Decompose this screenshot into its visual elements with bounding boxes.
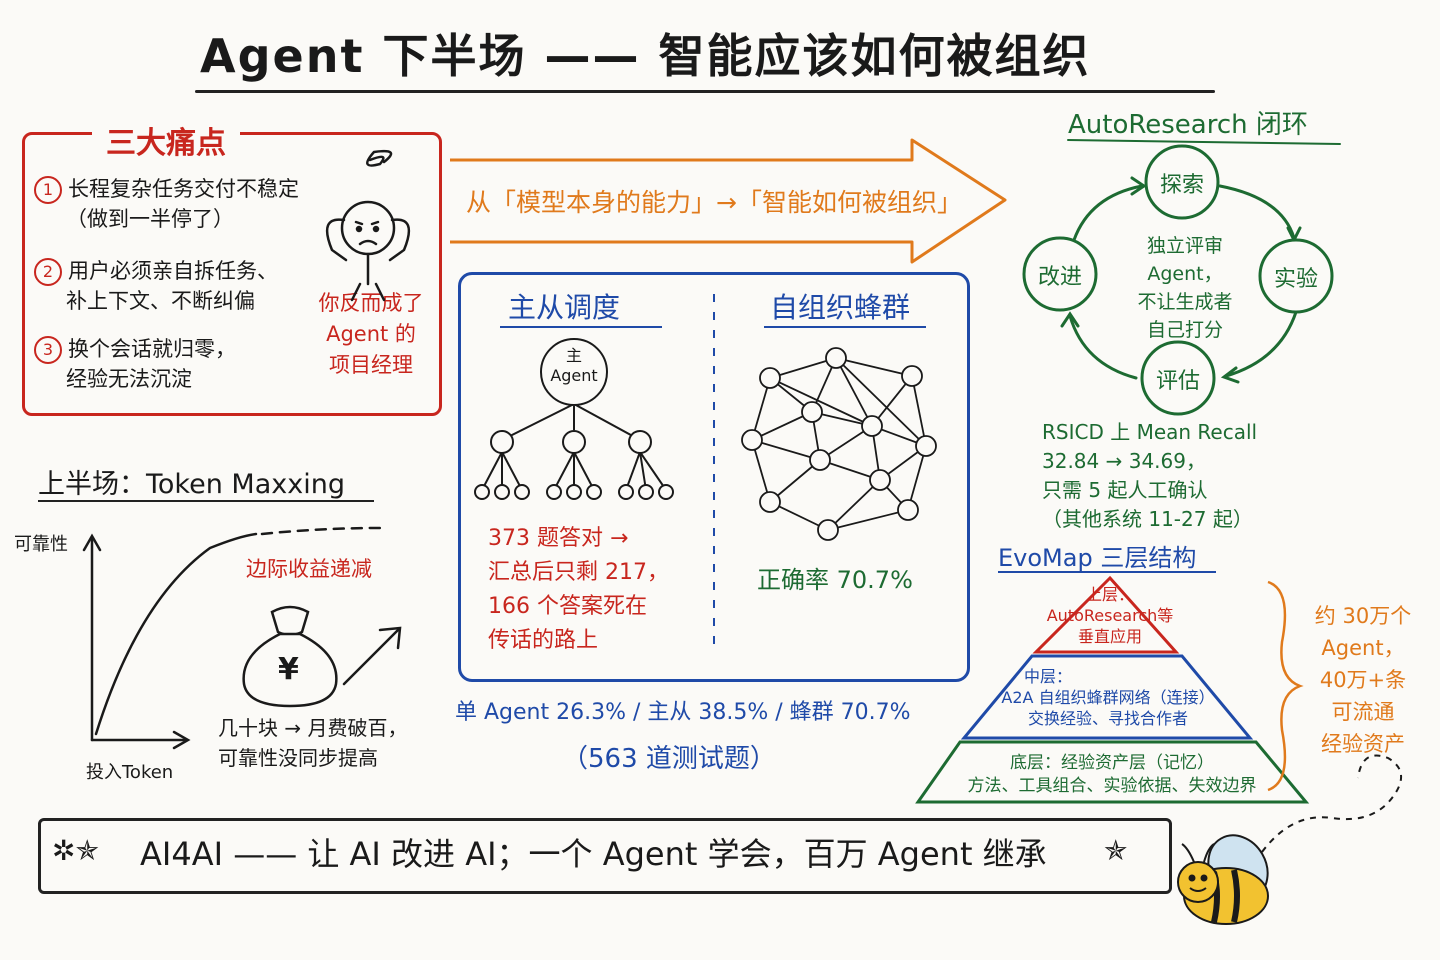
result-line: 32.84 → 34.69， xyxy=(1042,449,1206,473)
token-curve-chart xyxy=(82,526,402,750)
organization-box xyxy=(458,272,970,682)
swarm-title: 自组织蜂群 xyxy=(770,291,911,324)
node-explore: 探索 xyxy=(1159,173,1204,198)
layer-line: 方法、工具组合、实验依据、失效边界 xyxy=(967,776,1257,796)
project-manager-note: 你反而成了 Agent 的 项目经理 xyxy=(316,288,426,381)
accuracy-comparison: 单 Agent 26.3% / 主从 38.5% / 蜂群 70.7% xyxy=(455,700,911,725)
diminishing-returns-label: 边际收益递减 xyxy=(246,557,372,581)
layer-line: 垂直应用 xyxy=(1077,627,1142,646)
note-line: 可流通 xyxy=(1331,700,1395,724)
evomap-bottom-layer: 底层：经验资产层（记忆） 方法、工具组合、实验依据、失效边界 xyxy=(930,752,1294,798)
test-count: （563 道测试题） xyxy=(562,744,776,774)
evomap-scale-note: 约 30万个 Agent， 40万+条 可流通 经验资产 xyxy=(1308,600,1418,760)
pain-number: 2 xyxy=(34,258,62,286)
layer-line: 上层： xyxy=(1085,585,1134,604)
rsicd-result: RSICD 上 Mean Recall 32.84 → 34.69， 只需 5 … xyxy=(1042,418,1257,534)
node-line: 主 xyxy=(565,346,582,365)
pain-number: 3 xyxy=(34,336,62,364)
master-slave-result: 373 题答对 → 汇总后只剩 217， 166 个答案死在 传话的路上 xyxy=(488,522,669,658)
swarm-network-icon xyxy=(741,347,937,541)
money-bag-icon xyxy=(242,605,338,708)
shift-label: 从「模型本身的能力」→「智能如何被组织」 xyxy=(466,188,962,217)
note-line: 几十块 → 月费破百， xyxy=(218,716,408,740)
bee-icon xyxy=(1177,754,1402,925)
shift-arrow xyxy=(450,138,1007,264)
pain-text-line2: （做到一半停了） xyxy=(66,207,234,231)
first-half-underline xyxy=(38,500,374,502)
hierarchy-tree-icon xyxy=(474,338,674,500)
note-line: 你反而成了 xyxy=(318,291,424,315)
star-icon: ✯ xyxy=(1104,834,1128,867)
bottom-banner xyxy=(38,818,1172,894)
pain-text-line1: 换个会话就归零， xyxy=(68,337,236,361)
autoresearch-loop xyxy=(1022,139,1341,416)
node-line: Agent xyxy=(550,366,598,385)
master-agent-node: 主 Agent xyxy=(541,346,607,386)
star-icon: ✲✯ xyxy=(52,834,99,867)
note-line: 40万+条 xyxy=(1319,668,1407,692)
note-line: Agent 的 xyxy=(326,322,416,346)
layer-line: AutoResearch等 xyxy=(1046,606,1174,625)
note-line: 自己打分 xyxy=(1146,319,1223,341)
independent-review-note: 独立评审 Agent， 不让生成者 自己打分 xyxy=(1120,232,1250,344)
result-line: （其他系统 11-27 起） xyxy=(1042,507,1253,531)
layer-line: 中层： xyxy=(1024,667,1073,686)
first-half-title: 上半场：Token Maxxing xyxy=(38,469,345,500)
note-line: 166 个答案死在 xyxy=(488,594,647,619)
x-axis-label: 投入Token xyxy=(86,762,174,783)
evomap-middle-layer: 中层： A2A 自组织蜂群网络（连接） 交换经验、寻找合作者 xyxy=(990,666,1226,729)
note-line: 传话的路上 xyxy=(488,628,599,653)
node-evaluate: 评估 xyxy=(1155,369,1200,394)
note-line: 项目经理 xyxy=(329,353,413,377)
note-line: Agent， xyxy=(1147,263,1223,285)
title-underline xyxy=(195,90,1215,93)
pain-text-line2: 经验无法沉淀 xyxy=(66,367,192,391)
pain-points-title: 三大痛点 xyxy=(92,118,240,162)
evomap-title: EvoMap 三层结构 xyxy=(998,544,1197,572)
cost-note: 几十块 → 月费破百， 可靠性没同步提高 xyxy=(218,713,407,773)
note-line: Agent， xyxy=(1321,636,1405,660)
swarm-accuracy: 正确率 70.7% xyxy=(757,566,913,594)
note-line: 独立评审 xyxy=(1146,235,1223,257)
pain-number: 1 xyxy=(34,176,62,204)
autoresearch-title: AutoResearch 闭环 xyxy=(1068,110,1308,140)
yen-symbol: ¥ xyxy=(278,652,299,687)
node-improve: 改进 xyxy=(1037,265,1082,290)
layer-line: A2A 自组织蜂群网络（连接） xyxy=(1001,688,1215,707)
page-title: Agent 下半场 —— 智能应该如何被组织 xyxy=(200,29,1091,83)
layer-line: 交换经验、寻找合作者 xyxy=(1027,709,1188,728)
master-slave-title: 主从调度 xyxy=(508,291,621,324)
pain-text-line1: 长程复杂任务交付不稳定 xyxy=(68,177,299,201)
note-line: 汇总后只剩 217， xyxy=(488,560,669,585)
stressed-person-icon xyxy=(325,149,411,302)
evomap-top-layer: 上层： AutoResearch等 垂直应用 xyxy=(1040,584,1180,647)
result-line: RSICD 上 Mean Recall xyxy=(1042,420,1258,444)
y-axis-label: 可靠性 xyxy=(14,534,68,555)
note-line: 373 题答对 → xyxy=(488,526,629,551)
layer-line: 底层：经验资产层（记忆） xyxy=(1010,753,1214,773)
note-line: 可靠性没同步提高 xyxy=(218,746,378,770)
master-slave-underline xyxy=(500,326,662,328)
note-line: 经验资产 xyxy=(1321,732,1405,756)
node-experiment: 实验 xyxy=(1273,267,1318,292)
banner-text: AI4AI —— 让 AI 改进 AI；一个 Agent 学会，百万 Agent… xyxy=(140,835,1047,873)
pain-text-line1: 用户必须亲自拆任务、 xyxy=(68,259,278,283)
note-line: 不让生成者 xyxy=(1137,291,1233,313)
pain-text-line2: 补上下文、不断纠偏 xyxy=(66,289,255,313)
swarm-underline xyxy=(764,326,926,328)
result-line: 只需 5 起人工确认 xyxy=(1042,478,1208,502)
note-line: 约 30万个 xyxy=(1314,604,1412,628)
evomap-pyramid xyxy=(915,571,1310,804)
